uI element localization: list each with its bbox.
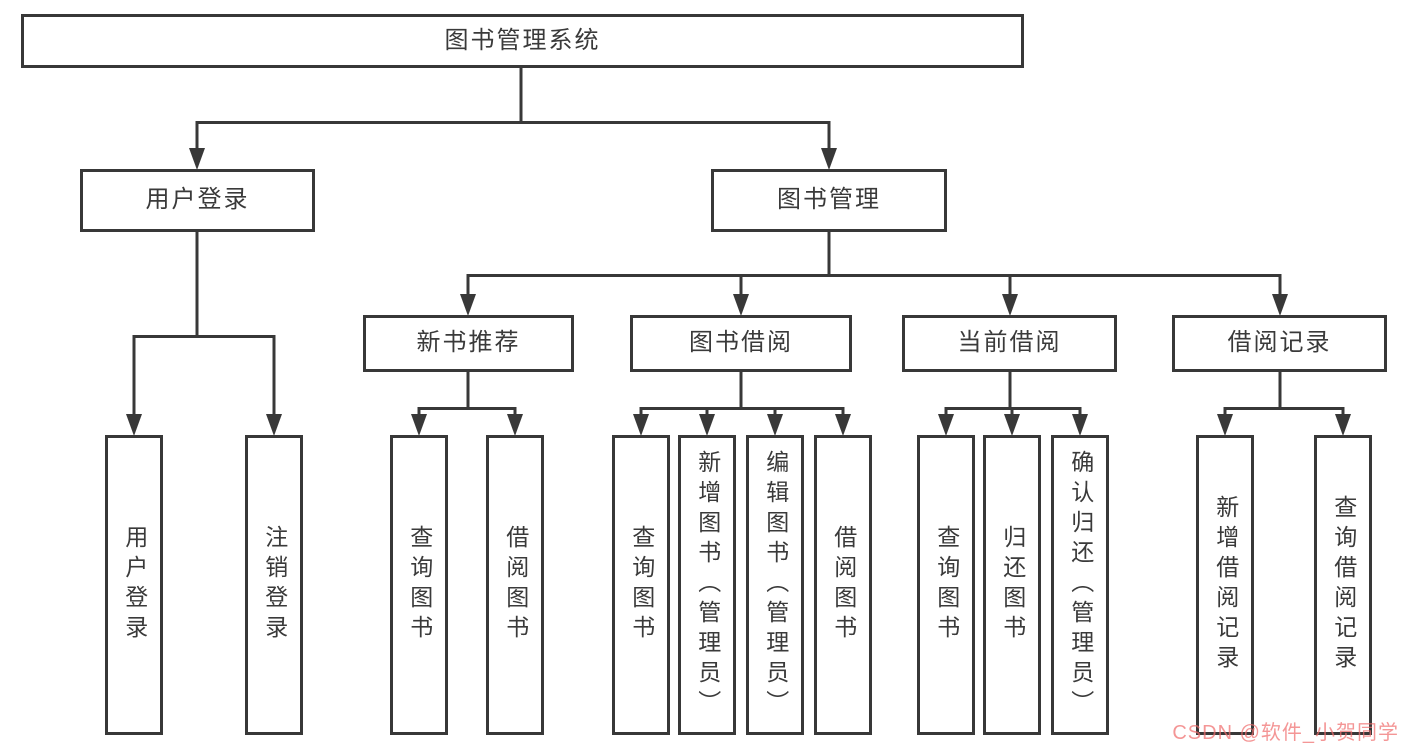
watermark: CSDN @软件_小贺同学 bbox=[1172, 722, 1399, 744]
leaf-return-book: 归还图书 bbox=[983, 435, 1041, 735]
leaf-query-books-recommend: 查询图书 bbox=[390, 435, 448, 735]
arrow-down-icon bbox=[507, 414, 523, 436]
connector-borrow-group bbox=[633, 372, 851, 436]
arrow-down-icon bbox=[699, 414, 715, 436]
arrow-down-icon bbox=[938, 414, 954, 436]
leaf-query-books-current: 查询图书 bbox=[917, 435, 975, 735]
leaf-borrow-books-recommend: 借阅图书 bbox=[486, 435, 544, 735]
connector-records-group bbox=[1217, 372, 1351, 436]
arrow-down-icon bbox=[633, 414, 649, 436]
node-borrow-records: 借阅记录 bbox=[1172, 315, 1387, 372]
node-new-book-recommend: 新书推荐 bbox=[363, 315, 574, 372]
connector-current-group bbox=[938, 372, 1088, 436]
node-root: 图书管理系统 bbox=[21, 14, 1024, 68]
arrow-down-icon bbox=[821, 148, 837, 170]
connector-login-branch bbox=[126, 232, 282, 436]
arrow-down-icon bbox=[767, 414, 783, 436]
node-current-borrow: 当前借阅 bbox=[902, 315, 1117, 372]
leaf-add-borrow-record: 新增借阅记录 bbox=[1196, 435, 1254, 735]
arrow-down-icon bbox=[1002, 294, 1018, 316]
arrow-down-icon bbox=[1004, 414, 1020, 436]
node-book-borrow: 图书借阅 bbox=[630, 315, 852, 372]
arrow-down-icon bbox=[733, 294, 749, 316]
arrow-down-icon bbox=[189, 148, 205, 170]
node-user-login-branch: 用户登录 bbox=[80, 169, 315, 232]
leaf-query-borrow-record: 查询借阅记录 bbox=[1314, 435, 1372, 735]
arrow-down-icon bbox=[835, 414, 851, 436]
arrow-down-icon bbox=[1272, 294, 1288, 316]
leaf-logout: 注销登录 bbox=[245, 435, 303, 735]
arrow-down-icon bbox=[126, 414, 142, 436]
arrow-down-icon bbox=[460, 294, 476, 316]
arrow-down-icon bbox=[411, 414, 427, 436]
arrow-down-icon bbox=[1072, 414, 1088, 436]
arrow-down-icon bbox=[1335, 414, 1351, 436]
leaf-add-book-admin: 新增图书（管理员） bbox=[678, 435, 736, 735]
connector-new-book-group bbox=[411, 372, 523, 436]
leaf-borrow-books: 借阅图书 bbox=[814, 435, 872, 735]
leaf-confirm-return-admin: 确认归还（管理员） bbox=[1051, 435, 1109, 735]
leaf-user-login: 用户登录 bbox=[105, 435, 163, 735]
connector-root bbox=[189, 68, 837, 170]
arrow-down-icon bbox=[1217, 414, 1233, 436]
connector-management-branch bbox=[460, 232, 1288, 316]
arrow-down-icon bbox=[266, 414, 282, 436]
node-book-management-branch: 图书管理 bbox=[711, 169, 947, 232]
leaf-query-books-borrow: 查询图书 bbox=[612, 435, 670, 735]
leaf-edit-book-admin: 编辑图书（管理员） bbox=[746, 435, 804, 735]
